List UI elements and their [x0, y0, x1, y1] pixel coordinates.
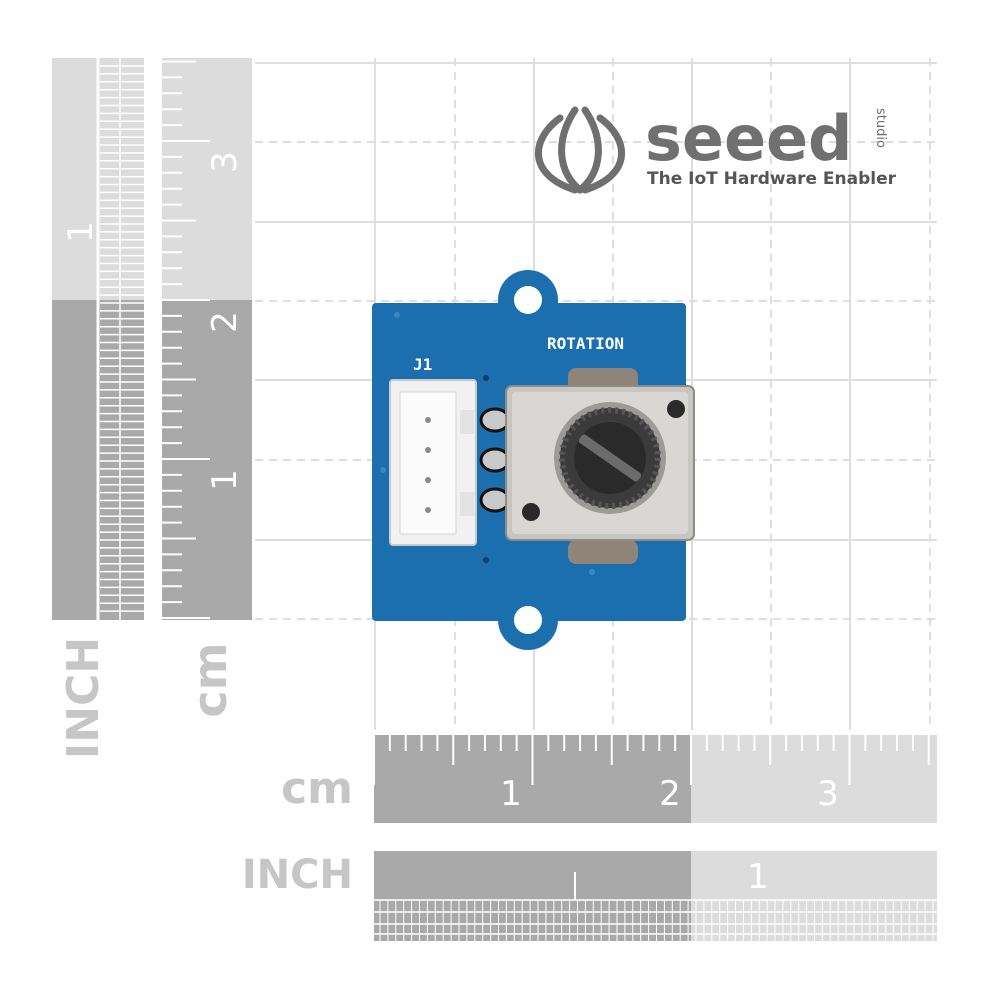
horizontal-cm-unit-label: cm	[281, 763, 353, 814]
rotary-angle-sensor-board: ROTATION J1	[372, 270, 695, 650]
horizontal-inch-unit-label: INCH	[242, 852, 353, 898]
vertical-inch-unit-label: INCH	[58, 637, 109, 759]
vertical-cm-unit-label: cm	[183, 642, 237, 717]
grove-connector	[389, 379, 477, 546]
horizontal-cm-number-1: 1	[500, 774, 522, 814]
brand-studio: studio	[873, 108, 888, 148]
horizontal-cm-ruler: 1 2 3	[373, 735, 937, 823]
brand-logo: seeed studio The IoT Hardware Enabler	[535, 102, 897, 194]
brand-tagline: The IoT Hardware Enabler	[647, 169, 897, 189]
connector-label: J1	[413, 355, 432, 374]
rivet	[522, 503, 540, 521]
horizontal-cm-number-2: 2	[659, 774, 681, 814]
horizontal-cm-number-3: 3	[817, 774, 839, 814]
brand-name: seeed	[645, 102, 852, 175]
vertical-cm-ruler: 3 2 1	[162, 58, 252, 620]
horizontal-inch-ruler: 1	[374, 851, 937, 941]
vertical-cm-number-2: 2	[205, 311, 245, 333]
knob-icon	[559, 407, 661, 509]
vertical-inch-number-1: 1	[61, 221, 101, 243]
vertical-cm-number-3: 3	[205, 151, 245, 173]
solder-pads	[479, 407, 511, 513]
vertical-inch-ruler: 1	[52, 58, 144, 620]
rivet	[667, 400, 685, 418]
seeed-leaf-icon	[535, 106, 625, 194]
vertical-cm-number-1: 1	[205, 469, 245, 491]
potentiometer	[505, 368, 695, 564]
rotation-label: ROTATION	[547, 334, 624, 353]
horizontal-inch-number-1: 1	[747, 857, 769, 897]
